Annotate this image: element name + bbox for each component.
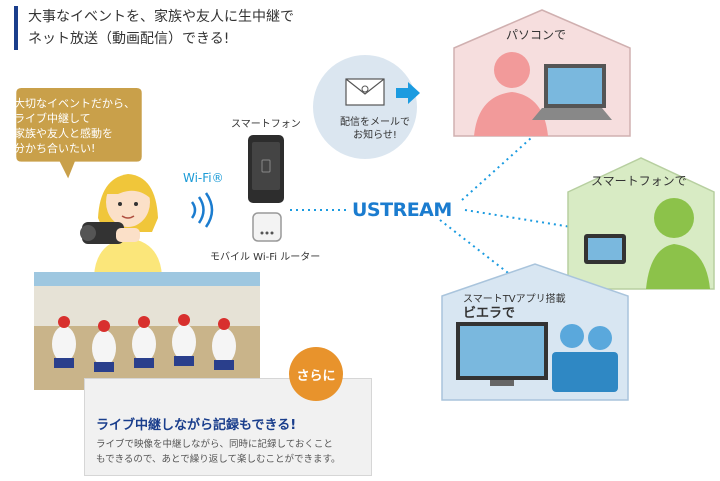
router-label: モバイル Wi-Fi ルーター bbox=[210, 252, 321, 263]
info-body-line-2: もできるので、あとで繰り返して楽しむことができます。 bbox=[96, 454, 341, 465]
bubble-line-2: ライブ中継して bbox=[14, 112, 91, 125]
woman-with-camera-illustration bbox=[80, 174, 162, 276]
pc-destination-label: パソコンで bbox=[506, 28, 567, 42]
tv-destination-label-line-2: ビエラで bbox=[463, 306, 516, 321]
smartphone-icon bbox=[248, 135, 284, 203]
house-smartphone bbox=[567, 157, 715, 290]
wifi-waves-icon bbox=[190, 192, 214, 228]
mail-notice-text: 配信をメールで お知らせ! bbox=[330, 116, 420, 142]
extra-badge: さらに bbox=[289, 347, 343, 401]
tv-destination-label-line-1: スマートTVアプリ搭載 bbox=[463, 294, 566, 305]
envelope-icon bbox=[345, 78, 385, 106]
page-headline: 大事なイベントを、家族や友人に生中継で ネット放送（動画配信）できる! bbox=[14, 6, 358, 50]
arrow-right-icon bbox=[396, 82, 420, 104]
ustream-logo: USTREAM bbox=[352, 199, 452, 221]
speech-bubble bbox=[16, 88, 142, 179]
router-icon bbox=[252, 212, 282, 242]
speech-bubble-text: 大切なイベントだから、 ライブ中継して 家族や友人と感動を 分かち合いたい! bbox=[14, 96, 154, 156]
house-tv bbox=[441, 263, 629, 401]
bubble-line-4: 分かち合いたい! bbox=[14, 142, 96, 155]
recording-info-body: ライブで映像を中継しながら、同時に記録しておくこと もできるので、あとで繰り返し… bbox=[96, 437, 366, 467]
info-body-line-1: ライブで映像を中継しながら、同時に記録しておくこと bbox=[96, 439, 333, 450]
wifi-label: Wi-Fi® bbox=[183, 171, 224, 185]
mail-line-2: お知らせ! bbox=[353, 130, 397, 141]
sports-day-photo bbox=[34, 272, 260, 390]
headline-line-1: 大事なイベントを、家族や友人に生中継で bbox=[28, 9, 294, 25]
bubble-line-1: 大切なイベントだから、 bbox=[14, 97, 135, 110]
bubble-line-3: 家族や友人と感動を bbox=[14, 127, 113, 140]
smartphone-destination-label: スマートフォンで bbox=[591, 174, 687, 188]
house-pc bbox=[453, 9, 631, 137]
mail-line-1: 配信をメールで bbox=[340, 117, 410, 128]
recording-info-title: ライブ中継しながら記録もできる! bbox=[96, 418, 297, 433]
mail-notice-circle bbox=[313, 55, 417, 159]
smartphone-label: スマートフォン bbox=[231, 119, 301, 130]
headline-line-2: ネット放送（動画配信）できる! bbox=[28, 31, 230, 47]
